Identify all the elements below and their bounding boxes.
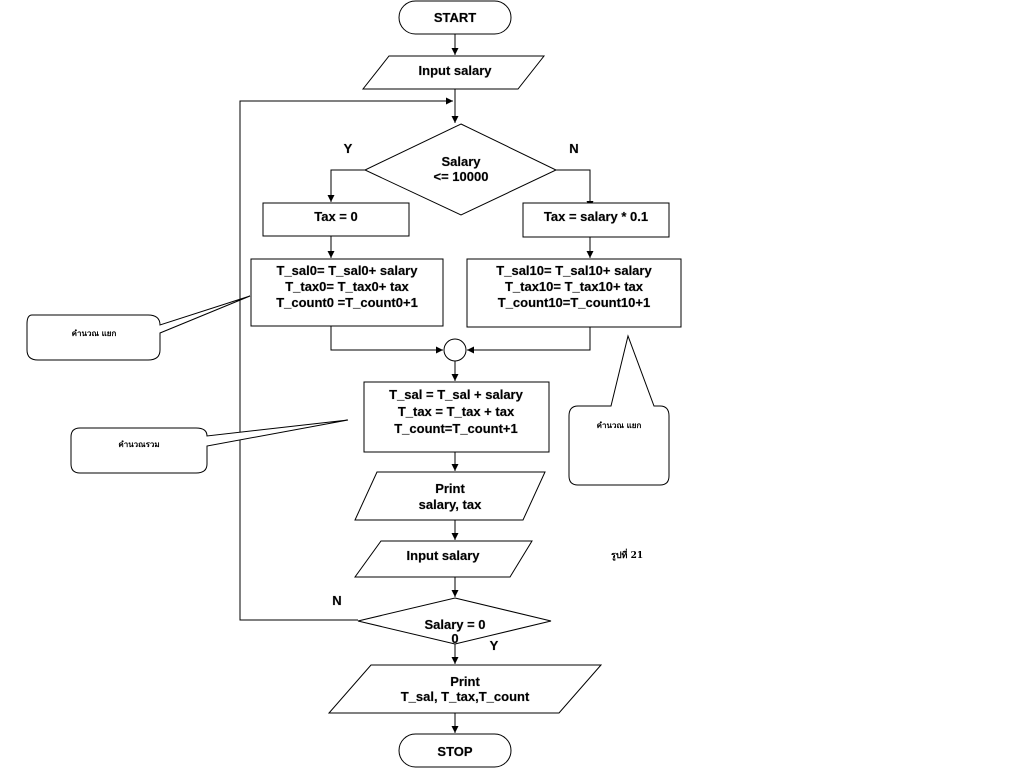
tax-rate-label: Tax = salary * 0.1 (544, 209, 648, 224)
no-label: N (569, 141, 578, 156)
callout-right: คำนวณ แยก (568, 334, 670, 486)
merge-connector (443, 338, 467, 362)
input-salary-2-label: Input salary (407, 548, 481, 563)
stop-terminal: STOP (398, 733, 512, 768)
loop-no-label: N (332, 593, 341, 608)
accum-total-line-2: T_tax = T_tax + tax (398, 404, 515, 419)
yes-label: Y (344, 141, 353, 156)
print-2-line-2: T_sal, T_tax,T_count (401, 689, 530, 704)
decision-salary-limit: Salary <= 10000 (363, 123, 558, 216)
arrow-right-merge (467, 327, 591, 354)
decision-2-line-2: 0 (451, 631, 458, 646)
print-totals: Print T_sal, T_tax,T_count (327, 664, 603, 714)
decision-salary-zero: Salary = 0 0 (357, 597, 552, 646)
accum-low-box: T_sal0= T_sal0+ salary T_tax0= T_tax0+ t… (250, 258, 444, 327)
print-salary-tax: Print salary, tax (354, 471, 546, 521)
arrow-no-branch (556, 169, 594, 208)
accum-total-box: T_sal = T_sal + salary T_tax = T_tax + t… (363, 381, 550, 453)
accum-high-line-2: T_tax10= T_tax10+ tax (505, 279, 644, 294)
decision-2-line-1: Salary = 0 (424, 617, 485, 632)
accum-high-line-1: T_sal10= T_sal10+ salary (496, 263, 652, 278)
callout-left-lower: คำนวณรวม (70, 419, 349, 474)
input-salary-1: Input salary (361, 55, 546, 90)
start-label: START (434, 10, 476, 25)
arrow-left-merge (330, 326, 443, 354)
callout-left-upper: คำนวณ แยก (26, 295, 251, 361)
input-salary-2: Input salary (354, 540, 533, 578)
accum-total-line-3: T_count=T_count+1 (394, 421, 518, 436)
connector-lines (239, 34, 594, 733)
accum-high-box: T_sal10= T_sal10+ salary T_tax10= T_tax1… (466, 258, 682, 328)
print-1-line-2: salary, tax (419, 497, 482, 512)
arrow-loop-back (239, 97, 453, 621)
accum-low-line-2: T_tax0= T_tax0+ tax (285, 279, 409, 294)
decision-1-line-2: <= 10000 (434, 169, 489, 184)
accum-high-line-3: T_count10=T_count10+1 (498, 295, 650, 310)
print-1-line-1: Print (435, 481, 465, 496)
start-terminal: START (398, 0, 512, 35)
decision-1-line-1: Salary (441, 154, 481, 169)
exit-yes-label: Y (490, 638, 499, 653)
input-salary-1-label: Input salary (419, 63, 493, 78)
print-2-line-1: Print (450, 674, 480, 689)
accum-low-line-3: T_count0 =T_count0+1 (276, 295, 418, 310)
callout-right-text: คำนวณ แยก (597, 421, 642, 430)
callout-left-lower-text: คำนวณรวม (118, 440, 159, 449)
callout-left-upper-text: คำนวณ แยก (72, 329, 117, 338)
accum-total-line-1: T_sal = T_sal + salary (389, 387, 523, 402)
accum-low-line-1: T_sal0= T_sal0+ salary (277, 263, 419, 278)
tax-zero-box: Tax = 0 (262, 202, 410, 237)
tax-zero-label: Tax = 0 (314, 209, 357, 224)
figure-number-note: รูปที่ 21 (611, 548, 643, 561)
tax-rate-box: Tax = salary * 0.1 (522, 202, 670, 238)
stop-label: STOP (437, 744, 472, 759)
arrow-yes-branch (327, 169, 365, 202)
